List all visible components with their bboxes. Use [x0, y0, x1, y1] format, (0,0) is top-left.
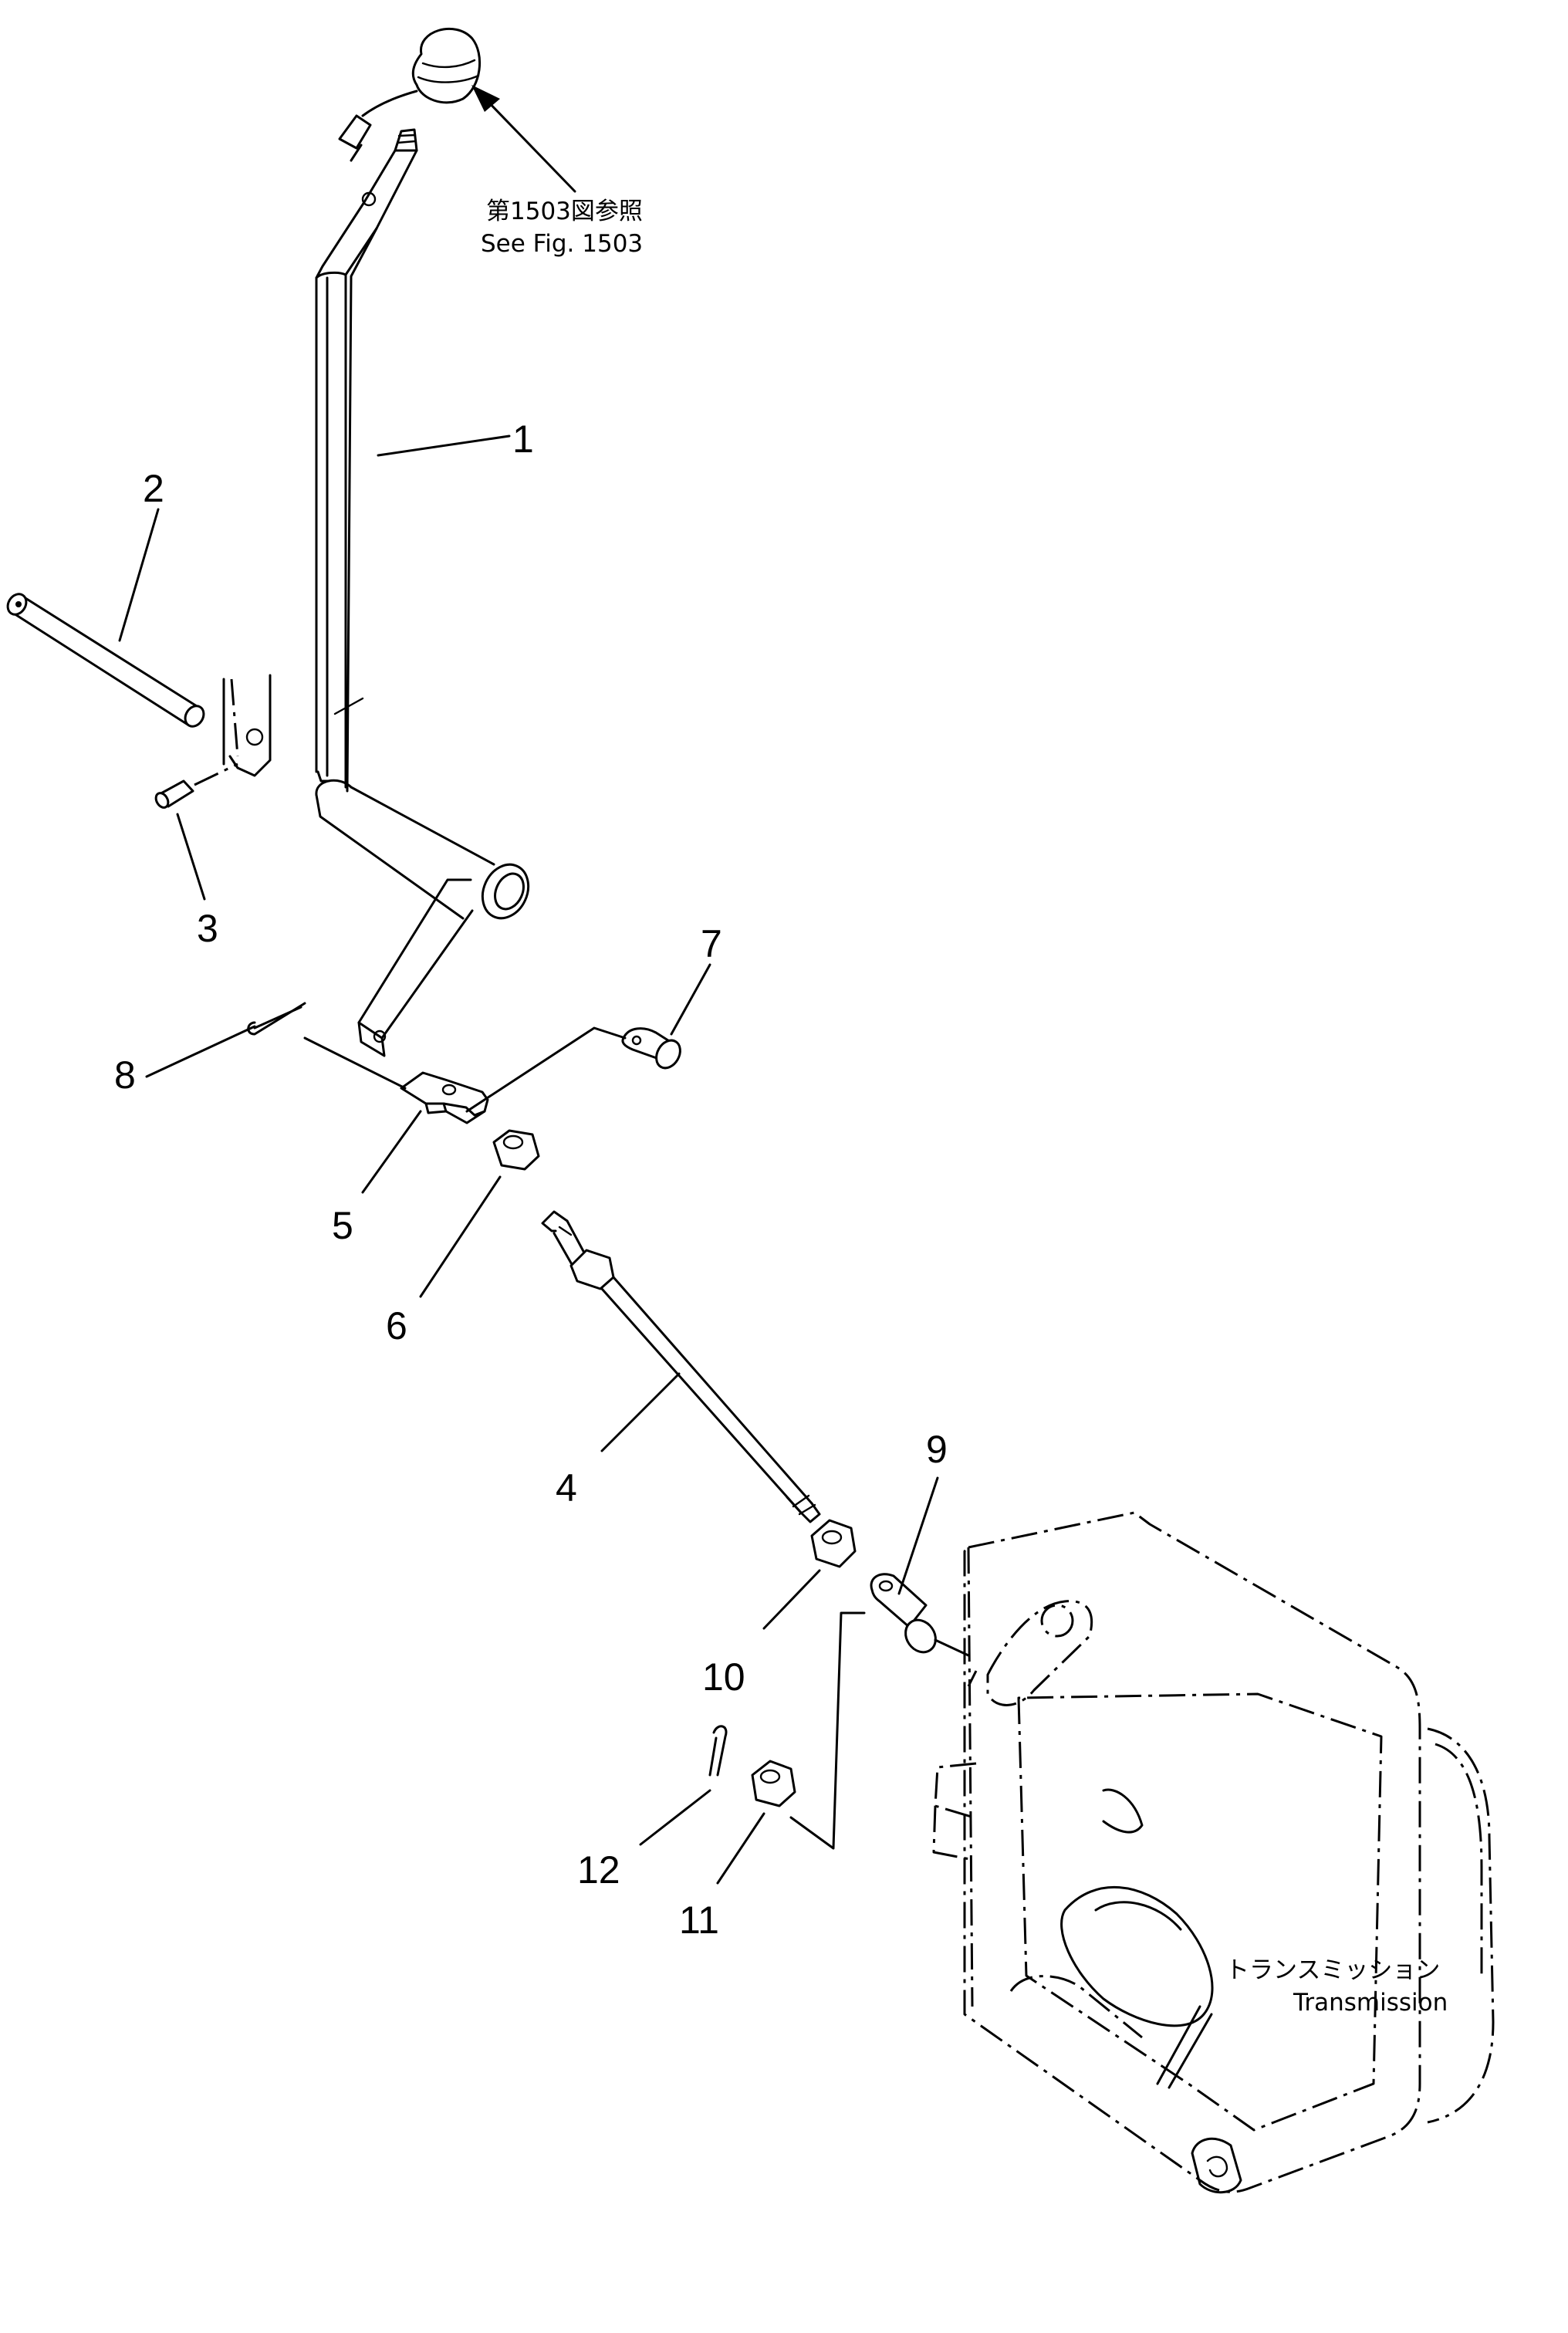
- nut-6-part: [492, 1129, 540, 1171]
- clevis-pin-part: [621, 1027, 681, 1070]
- key-part: [154, 779, 194, 809]
- reference-en: See Fig. 1503: [481, 230, 643, 258]
- leader-7: [670, 963, 711, 1036]
- leader-5: [361, 1110, 422, 1194]
- pin-part: [6, 593, 205, 728]
- cotter-pin-12-part: [708, 1725, 728, 1777]
- transmission-label-en: Transmission: [1293, 1989, 1448, 2017]
- callout-7: 7: [701, 922, 722, 965]
- nut-11-part: [751, 1760, 796, 1807]
- callout-10: 10: [702, 1655, 745, 1699]
- callout-3: 3: [197, 907, 218, 950]
- cotter-pin-8-part: [247, 1002, 306, 1036]
- callout-12: 12: [577, 1848, 620, 1892]
- assembly-line-8: [303, 1036, 407, 1090]
- lever-part: [315, 128, 530, 1057]
- leader-6: [419, 1175, 502, 1298]
- callout-9: 9: [926, 1428, 948, 1471]
- leader-4: [600, 1372, 681, 1452]
- assembly-line-9: [934, 1638, 970, 1657]
- transmission-label-jp: トランスミッション: [1225, 1956, 1440, 1984]
- key-assembly-line: [194, 762, 238, 786]
- assembly-line-11: [789, 1611, 866, 1850]
- transmission-housing: [932, 1511, 1495, 2194]
- assembly-line-7: [465, 1026, 627, 1113]
- leader-2: [118, 508, 160, 642]
- rod-part: [541, 1210, 821, 1523]
- leader-12: [639, 1789, 711, 1846]
- leader-11: [716, 1812, 765, 1885]
- callout-11: 11: [679, 1899, 719, 1942]
- leader-3: [176, 813, 206, 901]
- callout-6: 6: [386, 1304, 407, 1347]
- reference-arrow: [471, 85, 576, 193]
- callout-2: 2: [143, 467, 164, 510]
- bracket-part: [222, 674, 272, 777]
- leader-10: [762, 1569, 821, 1630]
- nut-10-part: [810, 1519, 857, 1568]
- knob-part: [338, 27, 482, 162]
- callout-1: 1: [512, 418, 534, 461]
- leader-1: [377, 434, 511, 457]
- callout-5: 5: [332, 1204, 353, 1247]
- callout-8: 8: [114, 1053, 136, 1097]
- callout-4: 4: [556, 1466, 577, 1510]
- ball-joint-part: [870, 1573, 937, 1654]
- reference-jp: 第1503図参照: [486, 198, 643, 225]
- clevis-part: [400, 1071, 489, 1124]
- leader-9: [897, 1476, 939, 1595]
- leader-8: [145, 1025, 256, 1078]
